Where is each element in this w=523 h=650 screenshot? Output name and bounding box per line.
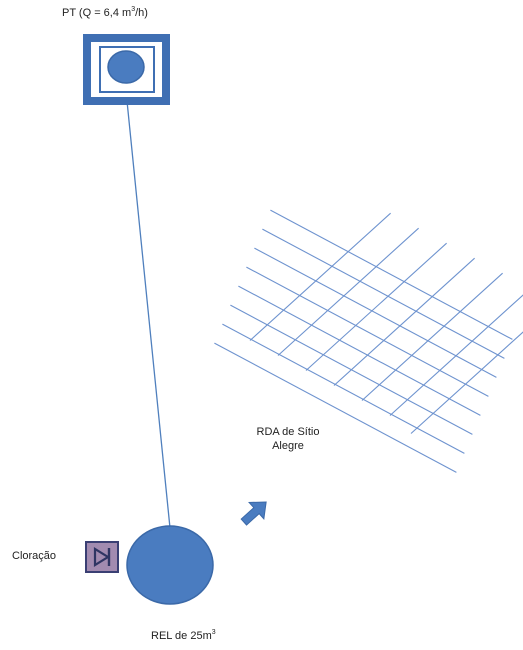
well-pt [83,34,170,105]
grid-line-b-3 [254,247,497,378]
flow-arrow [240,501,267,526]
grid-line-a-4 [333,257,475,386]
grid-line-b-1 [270,209,513,340]
flow-arrow-shape [240,501,267,526]
well-pump [107,50,145,84]
reservoir-label-text: REL de 25m [151,630,212,642]
reservoir-label: REL de 25m3 [151,629,216,643]
grid-line-b-7 [222,323,465,454]
network-label-line2: Alegre [272,440,304,452]
grid-line-b-5 [238,285,481,416]
well-label-superscript: 3 [131,6,136,13]
chlorination-valve-triangle [93,547,111,567]
chlorination-label: Cloração [12,550,57,562]
grid-line-a-2 [277,227,419,356]
reservoir-rel [126,525,214,605]
distribution-network-grid [214,209,523,473]
grid-line-a-3 [305,242,447,371]
well-label: PT (Q = 6,4 m3/h) [62,6,148,20]
chlorination-box [85,541,119,573]
grid-line-a-6 [389,294,523,416]
grid-line-b-8 [214,342,457,473]
well-label-suffix: /h) [135,7,148,19]
grid-line-a-7 [410,331,523,434]
reservoir-label-superscript: 3 [211,629,216,636]
grid-line-b-2 [262,228,505,359]
chlorination-unit [85,541,119,573]
pipe-line [126,100,171,529]
network-label-line1: RDA de Sítio [256,426,320,438]
grid-line-a-5 [361,272,503,401]
grid-line-b-6 [230,304,473,435]
well-label-text: PT (Q = 6,4 m [62,7,132,19]
network-label: RDA de Sítio Alegre [238,425,338,453]
grid-line-a-1 [249,212,391,341]
grid-line-b-4 [246,266,489,397]
